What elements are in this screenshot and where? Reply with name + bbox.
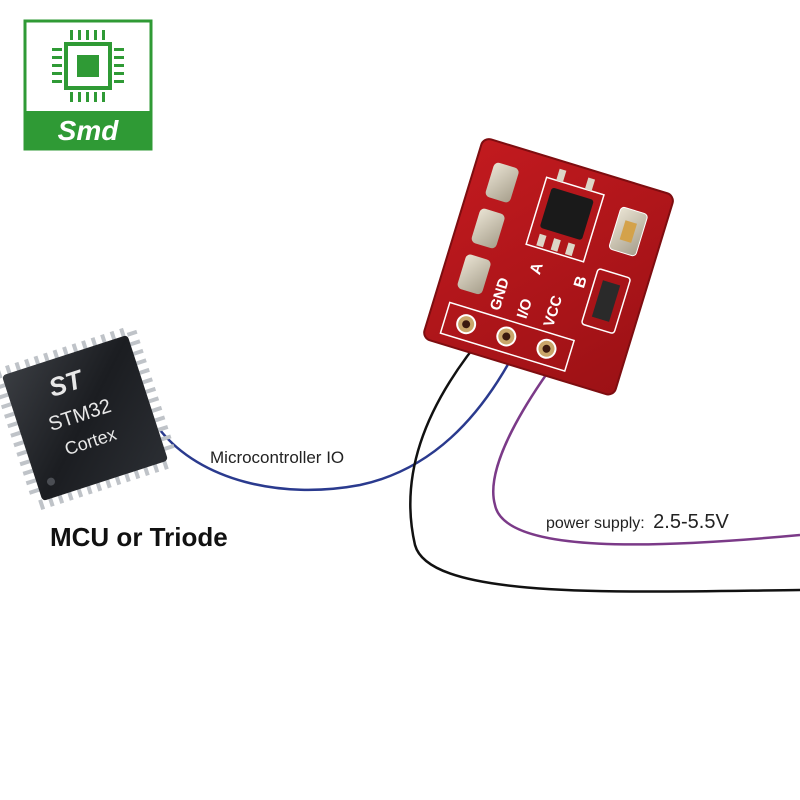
power-supply-prefix: power supply: <box>546 515 645 532</box>
power-supply-label: power supply: 2.5-5.5V <box>546 511 729 533</box>
ground-wire <box>409 329 800 593</box>
mcu-caption: MCU or Triode <box>50 522 228 552</box>
jumper-label-b: B <box>571 274 591 290</box>
touch-ic <box>525 168 605 263</box>
smd-pad <box>457 254 491 295</box>
logo-text: Smd <box>58 115 120 146</box>
power-supply-value: 2.5-5.5V <box>653 511 729 533</box>
power-wire <box>492 357 800 546</box>
mcu-chip: ST STM32 Cortex <box>0 327 175 511</box>
smd-pad <box>485 162 519 203</box>
chip-icon <box>52 30 124 102</box>
io-wire <box>159 345 520 492</box>
io-wire-label: Microcontroller IO <box>210 448 344 467</box>
smd-pad <box>471 208 505 249</box>
pin-label-io: I/O <box>514 296 536 320</box>
touch-sensor-module: A B GND I/O VCC <box>423 138 674 396</box>
capacitor-component <box>581 268 631 334</box>
jumper-label-a: A <box>527 260 547 276</box>
smd-logo: Smd <box>23 19 153 151</box>
